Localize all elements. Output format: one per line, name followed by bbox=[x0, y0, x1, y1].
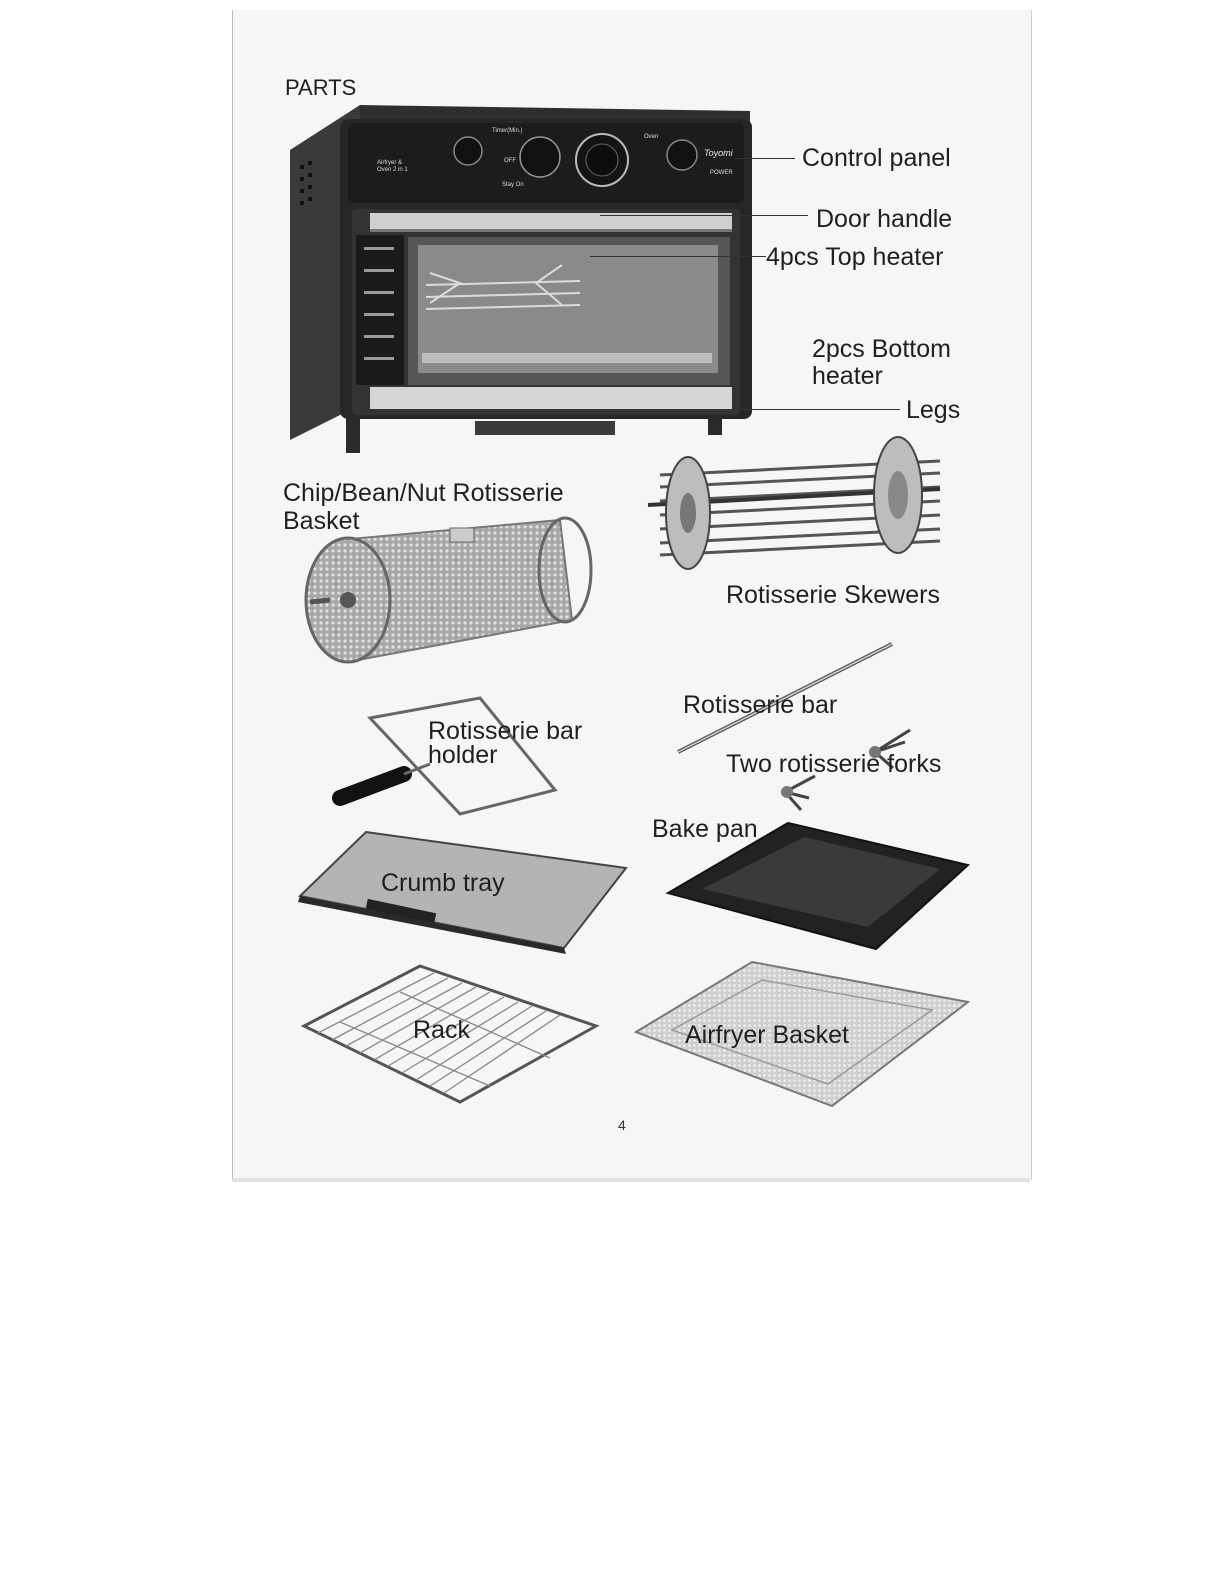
bake-pan-illustration bbox=[668, 815, 970, 955]
label-top-heater: 4pcs Top heater bbox=[766, 244, 943, 271]
chip-basket-illustration bbox=[300, 500, 600, 670]
label-door-handle: Door handle bbox=[816, 206, 952, 233]
section-title: PARTS bbox=[285, 74, 356, 101]
page-number: 4 bbox=[618, 1117, 626, 1133]
panel-power-label: POWER bbox=[710, 170, 733, 177]
panel-off-label: OFF bbox=[504, 158, 516, 165]
label-rotisserie-skewers: Rotisserie Skewers bbox=[726, 582, 940, 609]
leader-control-panel bbox=[735, 158, 795, 159]
label-rotisserie-forks: Two rotisserie forks bbox=[726, 751, 941, 778]
label-airfryer-basket: Airfryer Basket bbox=[685, 1022, 849, 1049]
panel-stay-on: Stay On bbox=[502, 182, 524, 189]
label-bottom-heater-1: 2pcs Bottom bbox=[812, 336, 951, 363]
rotisserie-skewers-illustration bbox=[640, 425, 950, 575]
leader-top-heater bbox=[590, 256, 766, 257]
label-control-panel: Control panel bbox=[802, 145, 951, 172]
label-crumb-tray: Crumb tray bbox=[381, 870, 505, 897]
panel-timer-label: Timer(Min.) bbox=[492, 128, 522, 135]
panel-oven-label: Oven bbox=[644, 134, 658, 141]
panel-brand: Toyomi bbox=[704, 148, 733, 158]
label-bar-holder-2: holder bbox=[428, 742, 498, 769]
air-fryer-oven-illustration bbox=[290, 105, 760, 460]
label-bottom-heater-2: heater bbox=[812, 363, 883, 390]
leader-door-handle bbox=[600, 215, 808, 216]
label-rack: Rack bbox=[413, 1017, 470, 1044]
label-legs: Legs bbox=[906, 397, 960, 424]
leader-legs bbox=[740, 409, 900, 410]
panel-mode-text: Airfryer & Oven 2 in 1 bbox=[377, 160, 417, 174]
page-edge-shadow bbox=[232, 1178, 1030, 1182]
